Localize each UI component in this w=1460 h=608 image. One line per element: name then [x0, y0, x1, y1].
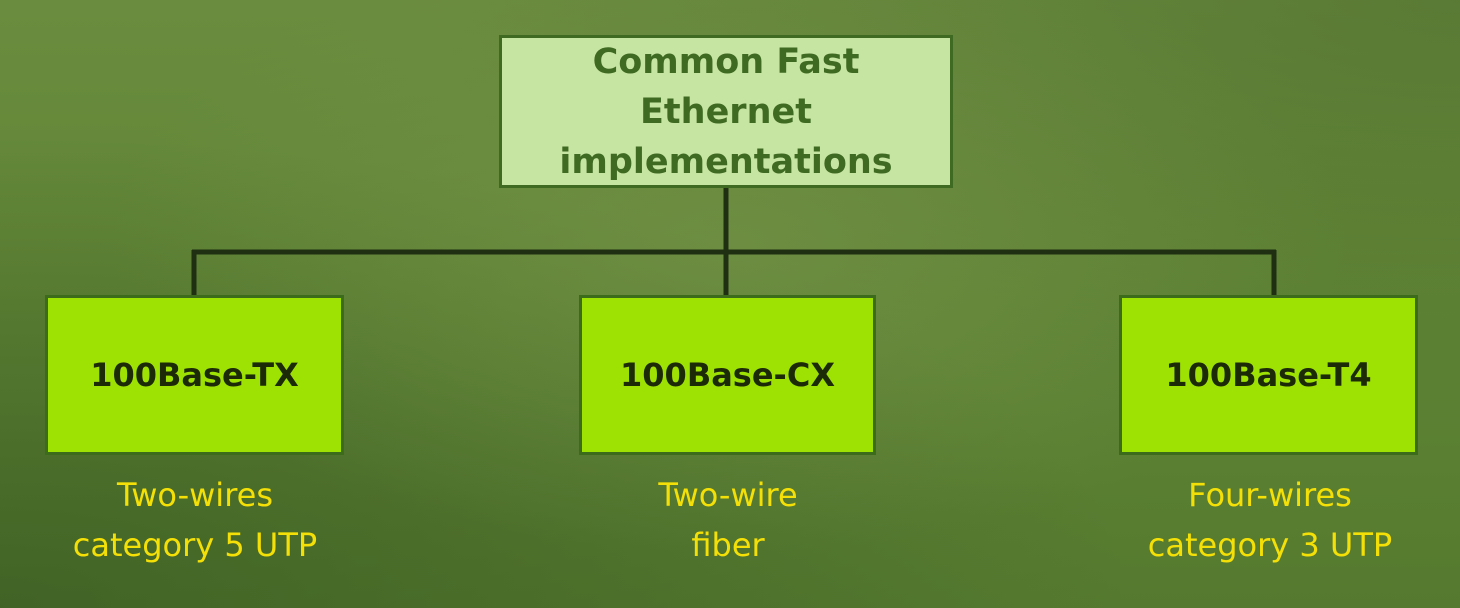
root-title-line2: implementations	[559, 141, 893, 182]
node-label: 100Base-TX	[90, 356, 299, 394]
description-100base-t4: Four-wires category 3 UTP	[1100, 470, 1440, 570]
root-title-line1: Common Fast Ethernet	[592, 41, 860, 132]
description-100base-tx: Two-wires category 5 UTP	[30, 470, 360, 570]
node-100base-t4: 100Base-T4	[1119, 295, 1418, 455]
node-label: 100Base-T4	[1165, 356, 1372, 394]
description-line2: fiber	[691, 526, 765, 564]
node-label: 100Base-CX	[620, 356, 835, 394]
description-line1: Four-wires	[1188, 476, 1352, 514]
description-line1: Two-wires	[116, 476, 273, 514]
root-node-text: Common Fast Ethernet implementations	[511, 37, 941, 187]
description-line2: category 5 UTP	[72, 526, 318, 564]
root-node: Common Fast Ethernet implementations	[499, 35, 953, 188]
node-100base-tx: 100Base-TX	[45, 295, 344, 455]
node-100base-cx: 100Base-CX	[579, 295, 876, 455]
description-line2: category 3 UTP	[1147, 526, 1393, 564]
description-line1: Two-wire	[658, 476, 798, 514]
description-100base-cx: Two-wire fiber	[560, 470, 896, 570]
